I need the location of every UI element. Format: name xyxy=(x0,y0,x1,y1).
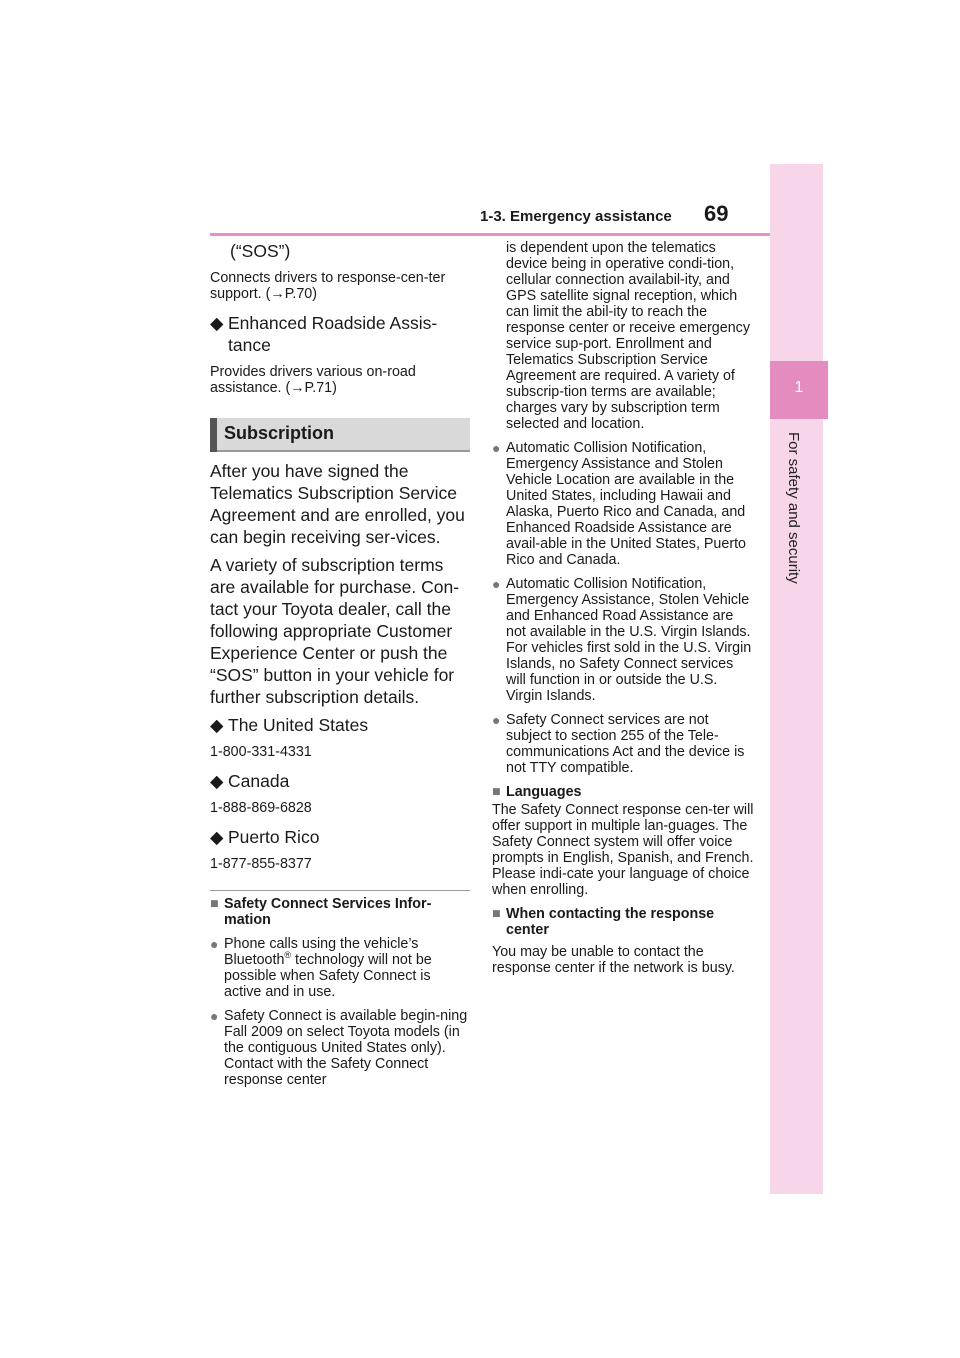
circle-bullet-icon: ● xyxy=(210,1008,219,1024)
header-rule xyxy=(210,233,770,236)
info-bullet-2: ● Safety Connect is available begin-ning… xyxy=(210,1008,468,1088)
heading-bar xyxy=(210,418,217,452)
languages-heading: ■ Languages xyxy=(492,784,582,800)
subscription-para-2: A variety of subscription terms are avai… xyxy=(210,555,460,707)
left-column: (“SOS”) Connects drivers to response-cen… xyxy=(210,240,470,1088)
subscription-para-1: After you have signed the Telematics Sub… xyxy=(210,461,465,547)
subscription-heading: Subscription xyxy=(210,418,470,452)
chapter-tab[interactable]: 1 xyxy=(770,361,828,419)
info-bullet-1: ● Phone calls using the vehicle’s Blueto… xyxy=(210,936,432,1000)
sos-label: (“SOS”) xyxy=(230,241,291,261)
contact-us: ◆ The United States xyxy=(210,715,369,735)
phone-canada: 1-888-869-6828 xyxy=(210,800,312,816)
page-number: 69 xyxy=(704,201,729,226)
phone-us: 1-800-331-4331 xyxy=(210,744,312,760)
info-bullet-5: ● Safety Connect services are not subjec… xyxy=(492,712,745,776)
contact-text: You may be unable to contact the respons… xyxy=(492,944,735,976)
continued-text: is dependent upon the telematics device … xyxy=(506,240,750,432)
contact-heading: ■ When contacting the response center xyxy=(492,906,715,938)
info-bullet-4: ● Automatic Collision Notification, Emer… xyxy=(492,576,752,704)
right-column: is dependent upon the telematics device … xyxy=(492,240,757,976)
chapter-number: 1 xyxy=(794,379,804,396)
square-bullet-icon: ■ xyxy=(492,906,501,922)
diamond-bullet-icon: ◆ xyxy=(210,827,224,847)
contact-puerto-rico: ◆ Puerto Rico xyxy=(210,827,320,847)
diamond-bullet-icon: ◆ xyxy=(210,715,224,735)
roadside-title: ◆ Enhanced Roadside Assis-tance xyxy=(210,313,438,355)
section-divider xyxy=(210,890,470,891)
chapter-label: For safety and security xyxy=(785,432,802,584)
square-bullet-icon: ■ xyxy=(492,784,501,800)
circle-bullet-icon: ● xyxy=(210,936,219,952)
circle-bullet-icon: ● xyxy=(492,440,501,456)
diamond-bullet-icon: ◆ xyxy=(210,313,224,333)
section-title: 1-3. Emergency assistance xyxy=(480,208,672,225)
circle-bullet-icon: ● xyxy=(492,576,501,592)
info-bullet-3: ● Automatic Collision Notification, Emer… xyxy=(492,440,747,568)
roadside-description: Provides drivers various on-road assista… xyxy=(210,364,416,396)
side-strip xyxy=(770,164,823,1194)
contact-canada: ◆ Canada xyxy=(210,771,290,791)
circle-bullet-icon: ● xyxy=(492,712,501,728)
diamond-bullet-icon: ◆ xyxy=(210,771,224,791)
phone-puerto-rico: 1-877-855-8377 xyxy=(210,856,312,872)
square-bullet-icon: ■ xyxy=(210,896,219,912)
info-heading: ■ Safety Connect Services Infor-mation xyxy=(210,896,432,928)
languages-text: The Safety Connect response cen-ter will… xyxy=(492,802,754,898)
sos-description: Connects drivers to response-cen-ter sup… xyxy=(210,270,446,302)
